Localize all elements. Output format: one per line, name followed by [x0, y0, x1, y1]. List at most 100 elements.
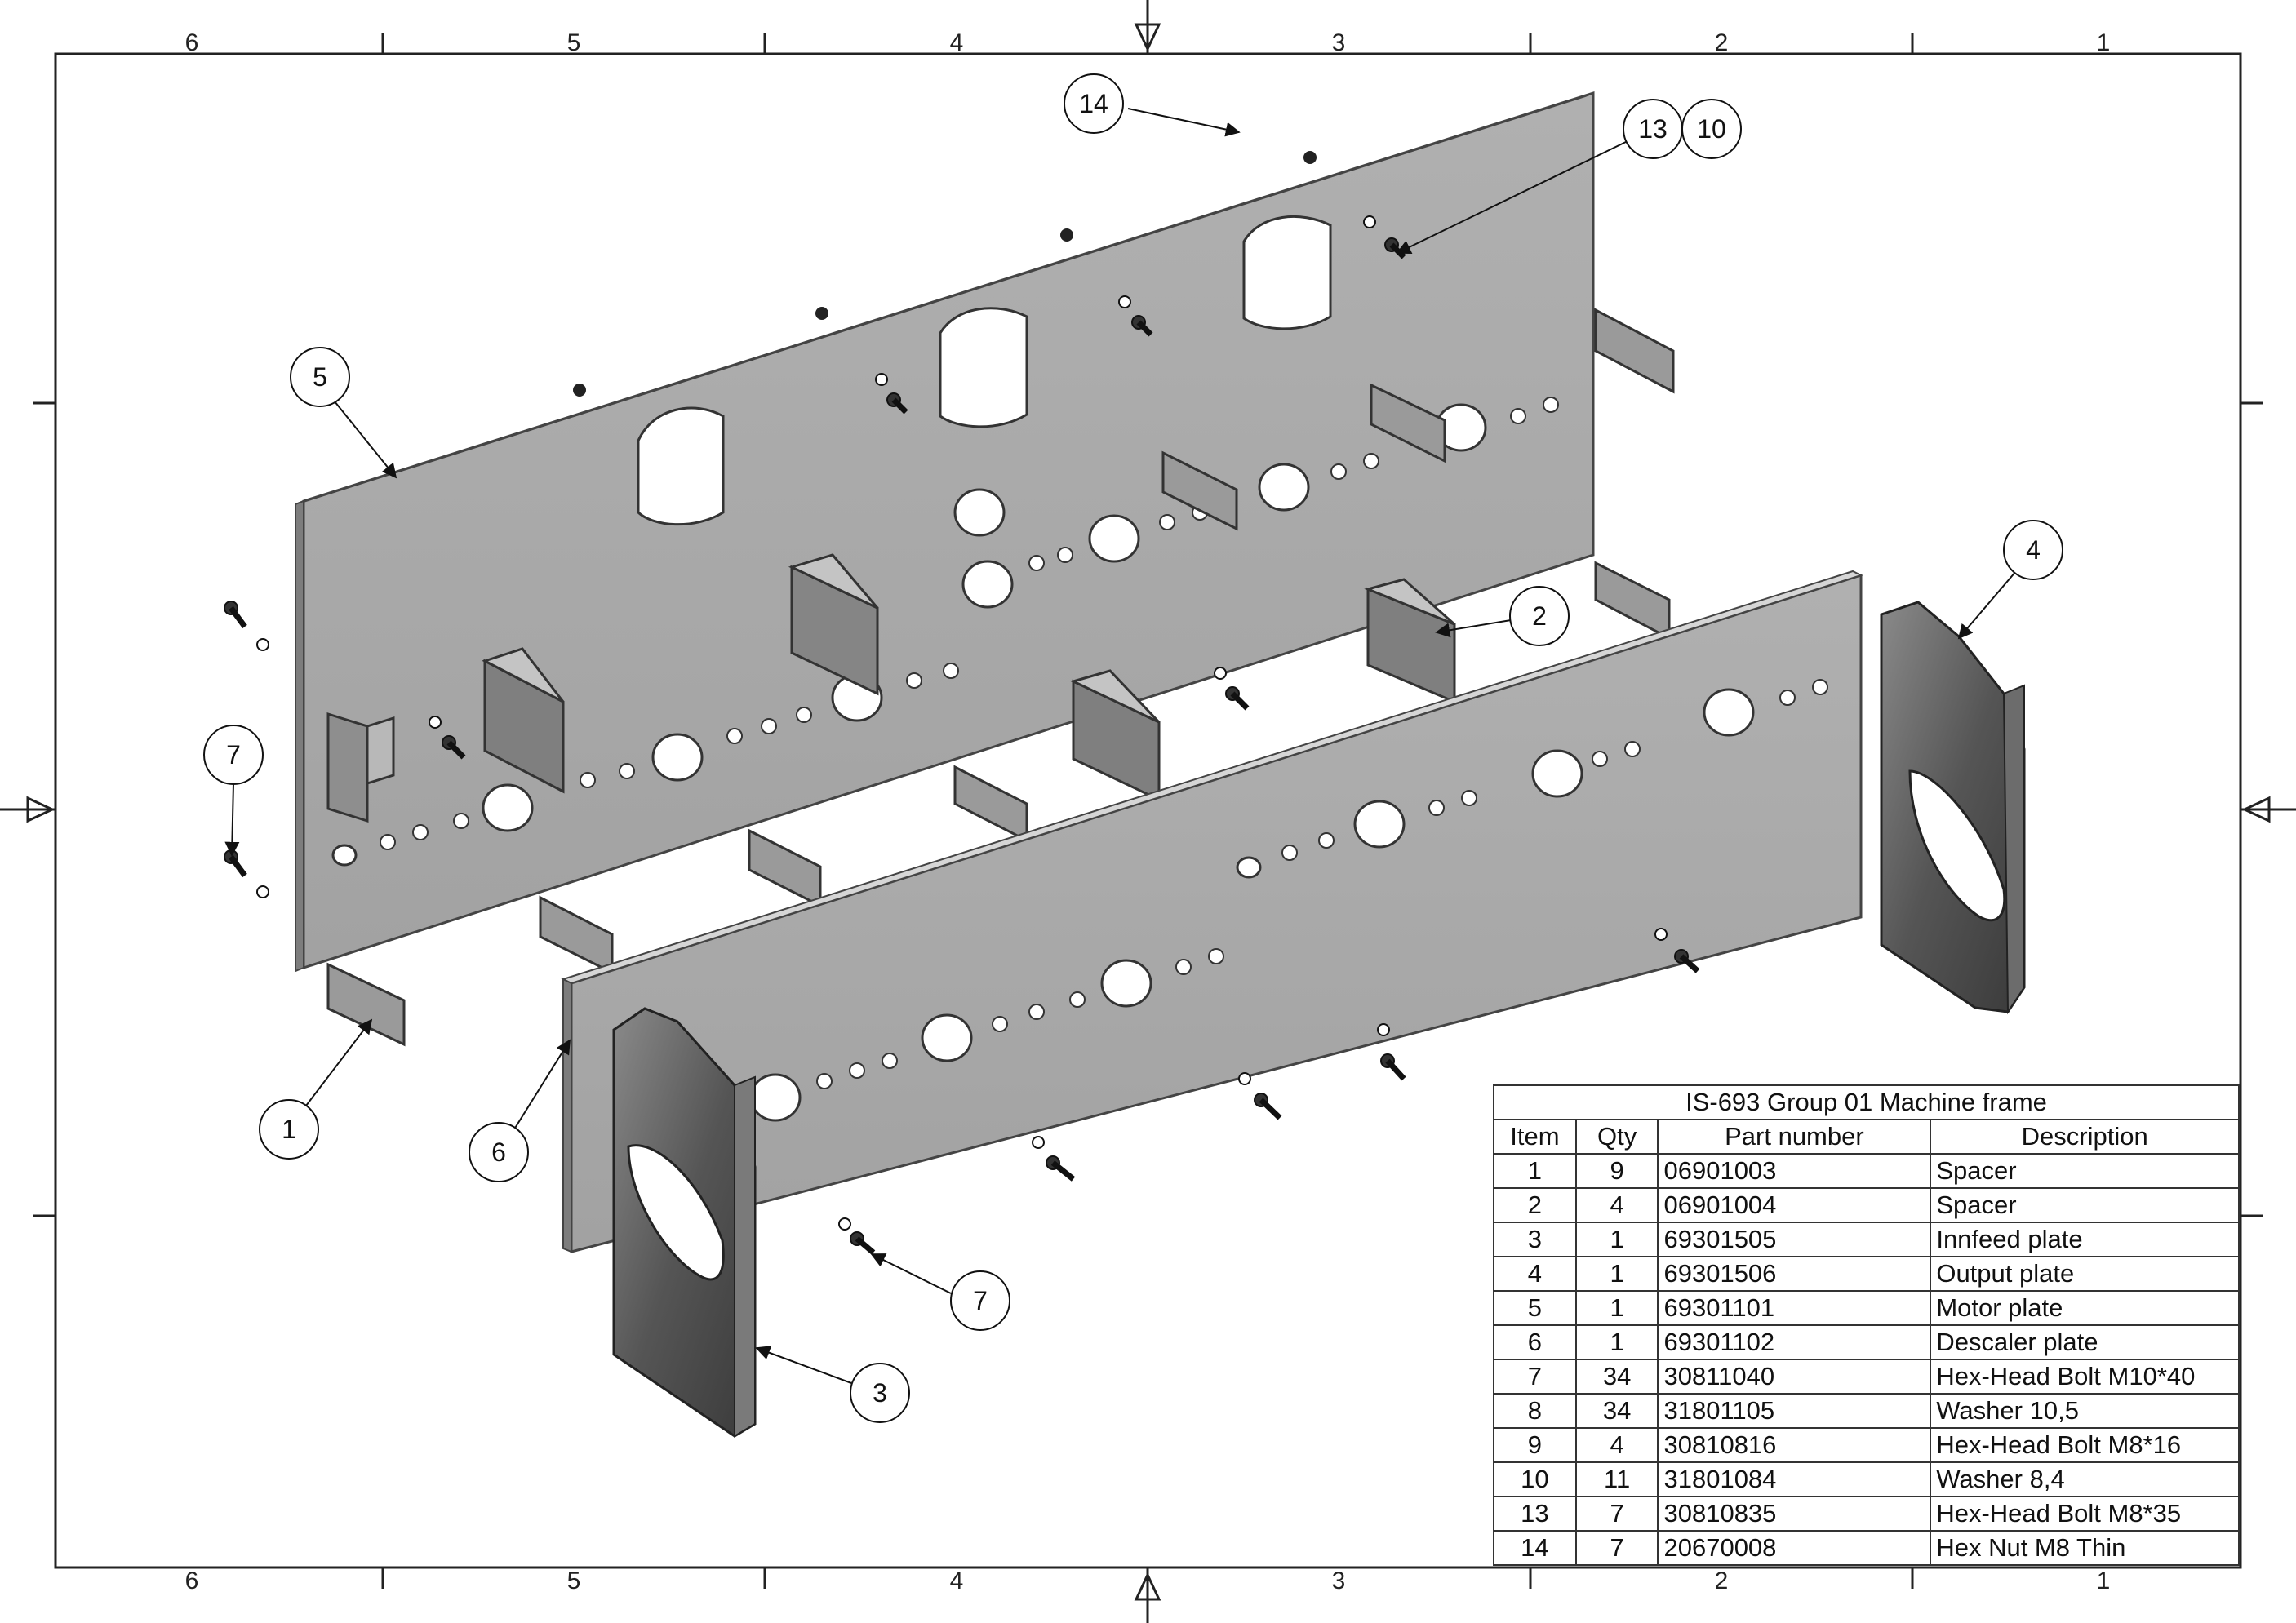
output-plate [1880, 601, 2026, 1015]
bom-qty: 9 [1574, 1153, 1659, 1189]
balloon-1: 1 [259, 1018, 373, 1160]
zone-bottom-1: 1 [2097, 1568, 2111, 1594]
balloon-6: 6 [469, 1039, 571, 1182]
balloon-7-upper: 7 [203, 725, 264, 857]
bom-qty: 1 [1574, 1290, 1659, 1326]
balloon-6-label: 6 [491, 1137, 506, 1167]
bill-of-materials: IS-693 Group 01 Machine frame Item Qty P… [1493, 1084, 2240, 1566]
zone-bottom-5: 5 [567, 1568, 581, 1594]
bom-qty: 1 [1574, 1222, 1659, 1257]
bom-part-number: 69301505 [1657, 1222, 1932, 1257]
balloon-14: 14 [1064, 73, 1241, 137]
bom-item: 1 [1493, 1153, 1577, 1189]
bom-part-number: 69301102 [1657, 1324, 1932, 1360]
bom-header-item: Item [1493, 1119, 1577, 1155]
zone-top-2: 2 [1715, 29, 1729, 56]
bom-qty: 4 [1574, 1187, 1659, 1223]
bom-item: 9 [1493, 1427, 1577, 1463]
balloon-1-label: 1 [282, 1115, 296, 1144]
bom-part-number: 06901003 [1657, 1153, 1932, 1189]
balloon-7-upper-label: 7 [226, 740, 241, 769]
bom-description: Innfeed plate [1930, 1222, 2240, 1257]
bom-part-number: 31801084 [1657, 1461, 1932, 1497]
bom-title: IS-693 Group 01 Machine frame [1493, 1084, 2240, 1120]
zone-bottom-2: 2 [1715, 1568, 1729, 1594]
zone-top-5: 5 [567, 29, 581, 56]
bom-item: 14 [1493, 1530, 1577, 1566]
bom-item: 5 [1493, 1290, 1577, 1326]
bom-description: Washer 10,5 [1930, 1393, 2240, 1429]
bom-qty: 7 [1574, 1530, 1659, 1566]
zone-bottom-3: 3 [1332, 1568, 1346, 1594]
bom-qty: 34 [1574, 1393, 1659, 1429]
bom-item: 4 [1493, 1256, 1577, 1292]
bom-part-number: 20670008 [1657, 1530, 1932, 1566]
balloon-4: 4 [1957, 520, 2063, 640]
balloon-10-label: 10 [1697, 114, 1726, 144]
bom-part-number: 30810835 [1657, 1496, 1932, 1532]
zone-top-6: 6 [185, 29, 199, 56]
bom-header-part-number: Part number [1657, 1119, 1932, 1155]
balloon-14-label: 14 [1079, 89, 1108, 118]
balloon-10: 10 [1681, 99, 1742, 159]
zone-top-3: 3 [1332, 29, 1346, 56]
bom-title-row: IS-693 Group 01 Machine frame [1493, 1084, 2240, 1120]
bom-qty: 34 [1574, 1359, 1659, 1395]
bom-part-number: 30811040 [1657, 1359, 1932, 1395]
balloon-7-lower: 7 [870, 1253, 1010, 1331]
balloon-2-label: 2 [1532, 601, 1547, 631]
bom-part-number: 30810816 [1657, 1427, 1932, 1463]
innfeed-plate [612, 1007, 757, 1438]
bom-header-row: Item Qty Part number Description [1493, 1119, 2240, 1155]
bom-description: Output plate [1930, 1256, 2240, 1292]
motor-plate [295, 91, 1675, 1047]
bom-header-description: Description [1930, 1119, 2240, 1155]
zone-top-4: 4 [950, 29, 964, 56]
bom-part-number: 69301101 [1657, 1290, 1932, 1326]
balloon-7-lower-label: 7 [973, 1286, 988, 1315]
balloon-3-label: 3 [873, 1378, 887, 1408]
balloon-4-label: 4 [2026, 535, 2041, 565]
bom-description: Hex-Head Bolt M8*35 [1930, 1496, 2240, 1532]
bom-item: 10 [1493, 1461, 1577, 1497]
balloon-13: 13 [1396, 99, 1683, 255]
zone-bottom-6: 6 [185, 1568, 199, 1594]
bom-item: 7 [1493, 1359, 1577, 1395]
bom-qty: 7 [1574, 1496, 1659, 1532]
bom-description: Descaler plate [1930, 1324, 2240, 1360]
bom-item: 6 [1493, 1324, 1577, 1360]
bom-description: Spacer [1930, 1187, 2240, 1223]
bom-header-qty: Qty [1574, 1119, 1659, 1155]
bom-description: Hex Nut M8 Thin [1930, 1530, 2240, 1566]
bom-description: Motor plate [1930, 1290, 2240, 1326]
balloon-2: 2 [1435, 586, 1570, 646]
balloon-5-label: 5 [313, 362, 327, 392]
bom-item: 13 [1493, 1496, 1577, 1532]
bom-description: Hex-Head Bolt M8*16 [1930, 1427, 2240, 1463]
balloon-13-label: 13 [1638, 114, 1668, 144]
bom-part-number: 69301506 [1657, 1256, 1932, 1292]
zone-bottom-4: 4 [950, 1568, 964, 1594]
descaler-plate [561, 570, 1863, 1253]
bom-qty: 1 [1574, 1256, 1659, 1292]
bom-item: 2 [1493, 1187, 1577, 1223]
balloon-5: 5 [290, 347, 397, 479]
zone-top-1: 1 [2097, 29, 2111, 56]
bom-qty: 11 [1574, 1461, 1659, 1497]
bom-qty: 1 [1574, 1324, 1659, 1360]
bom-part-number: 06901004 [1657, 1187, 1932, 1223]
bom-description: Hex-Head Bolt M10*40 [1930, 1359, 2240, 1395]
